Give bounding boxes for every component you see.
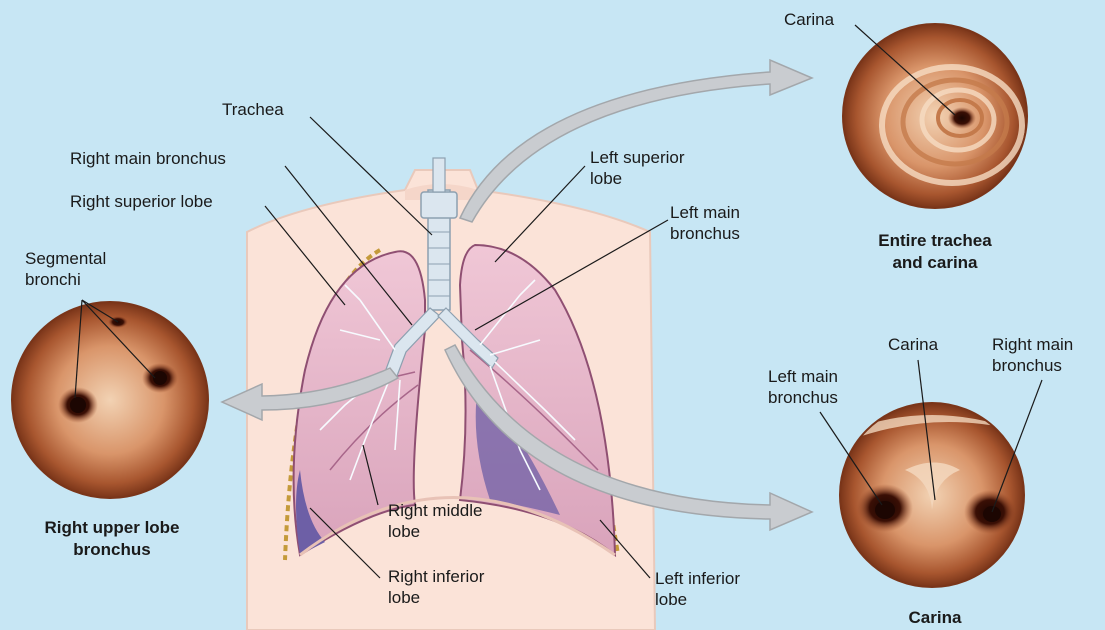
label-left-main-bronchus: Left main bronchus: [670, 202, 740, 244]
label-left-superior-lobe: Left superior lobe: [590, 147, 685, 189]
upper-airway: [433, 158, 445, 192]
label-inset-right-main-bronchus: Right main bronchus: [992, 334, 1073, 376]
label-right-inferior-lobe: Right inferior lobe: [388, 566, 484, 608]
label-segmental-bronchi: Segmental bronchi: [25, 248, 106, 290]
label-trachea: Trachea: [222, 99, 284, 120]
label-inset-left-main-bronchus: Left main bronchus: [768, 366, 838, 408]
caption-trachea-carina: Entire trachea and carina: [845, 230, 1025, 274]
label-right-middle-lobe: Right middle lobe: [388, 500, 483, 542]
label-right-superior-lobe: Right superior lobe: [70, 191, 213, 212]
larynx: [421, 192, 457, 218]
caption-carina: Carina: [880, 607, 990, 629]
label-carina-top: Carina: [784, 9, 834, 30]
caption-upper-lobe-bronchus: Right upper lobe bronchus: [12, 517, 212, 561]
label-right-main-bronchus: Right main bronchus: [70, 148, 226, 169]
label-carina-bottom: Carina: [888, 334, 938, 355]
label-left-inferior-lobe: Left inferior lobe: [655, 568, 740, 610]
